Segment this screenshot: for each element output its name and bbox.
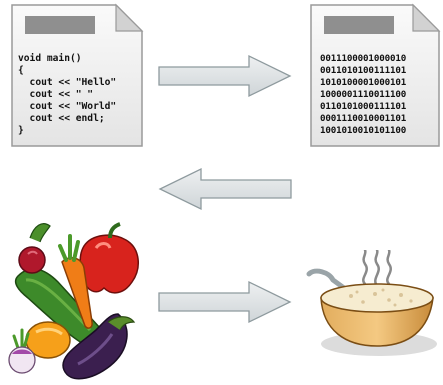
machine-code-document: 0011100001000010 0011010100111101 101010… — [307, 2, 443, 150]
source-document-icon — [11, 3, 144, 147]
code-line: cout << "Hello" — [18, 77, 117, 88]
steam — [386, 250, 392, 286]
machine-code-document-icon — [310, 3, 441, 147]
binary-line: 0110101000111101 — [320, 101, 407, 112]
steam — [374, 250, 380, 288]
binary-line: 0011100001000010 — [320, 53, 407, 64]
source-code-document: void main() { cout << "Hello" cout << " … — [8, 2, 148, 150]
vegetables-icon — [8, 222, 139, 380]
source-code-listing: void main() { cout << "Hello" cout << " … — [18, 53, 116, 137]
code-line: cout << "World" — [18, 101, 117, 112]
eggplant — [62, 313, 136, 380]
left-arrow-icon — [158, 167, 292, 211]
binary-line: 0001110010001101 — [320, 113, 407, 124]
code-line: cout << endl; — [18, 113, 105, 124]
soup-bowl-icon — [306, 250, 437, 356]
code-line: { — [18, 65, 24, 76]
right-arrow-icon — [158, 280, 292, 324]
right-arrow-icon — [158, 54, 292, 98]
beet — [18, 223, 51, 274]
code-line: cout << " " — [18, 89, 94, 100]
binary-line: 1010100001000101 — [320, 77, 407, 88]
red-pepper — [79, 222, 139, 294]
binary-listing: 0011100001000010 0011010100111101 101010… — [320, 53, 406, 137]
binary-line: 1000001110011100 — [320, 89, 407, 100]
code-line: void main() — [18, 53, 82, 64]
turnip — [8, 328, 36, 374]
code-line: } — [18, 125, 24, 136]
steam — [362, 250, 368, 286]
binary-line: 1001010010101100 — [320, 125, 407, 136]
carrot — [58, 234, 93, 329]
binary-line: 0011010100111101 — [320, 65, 407, 76]
